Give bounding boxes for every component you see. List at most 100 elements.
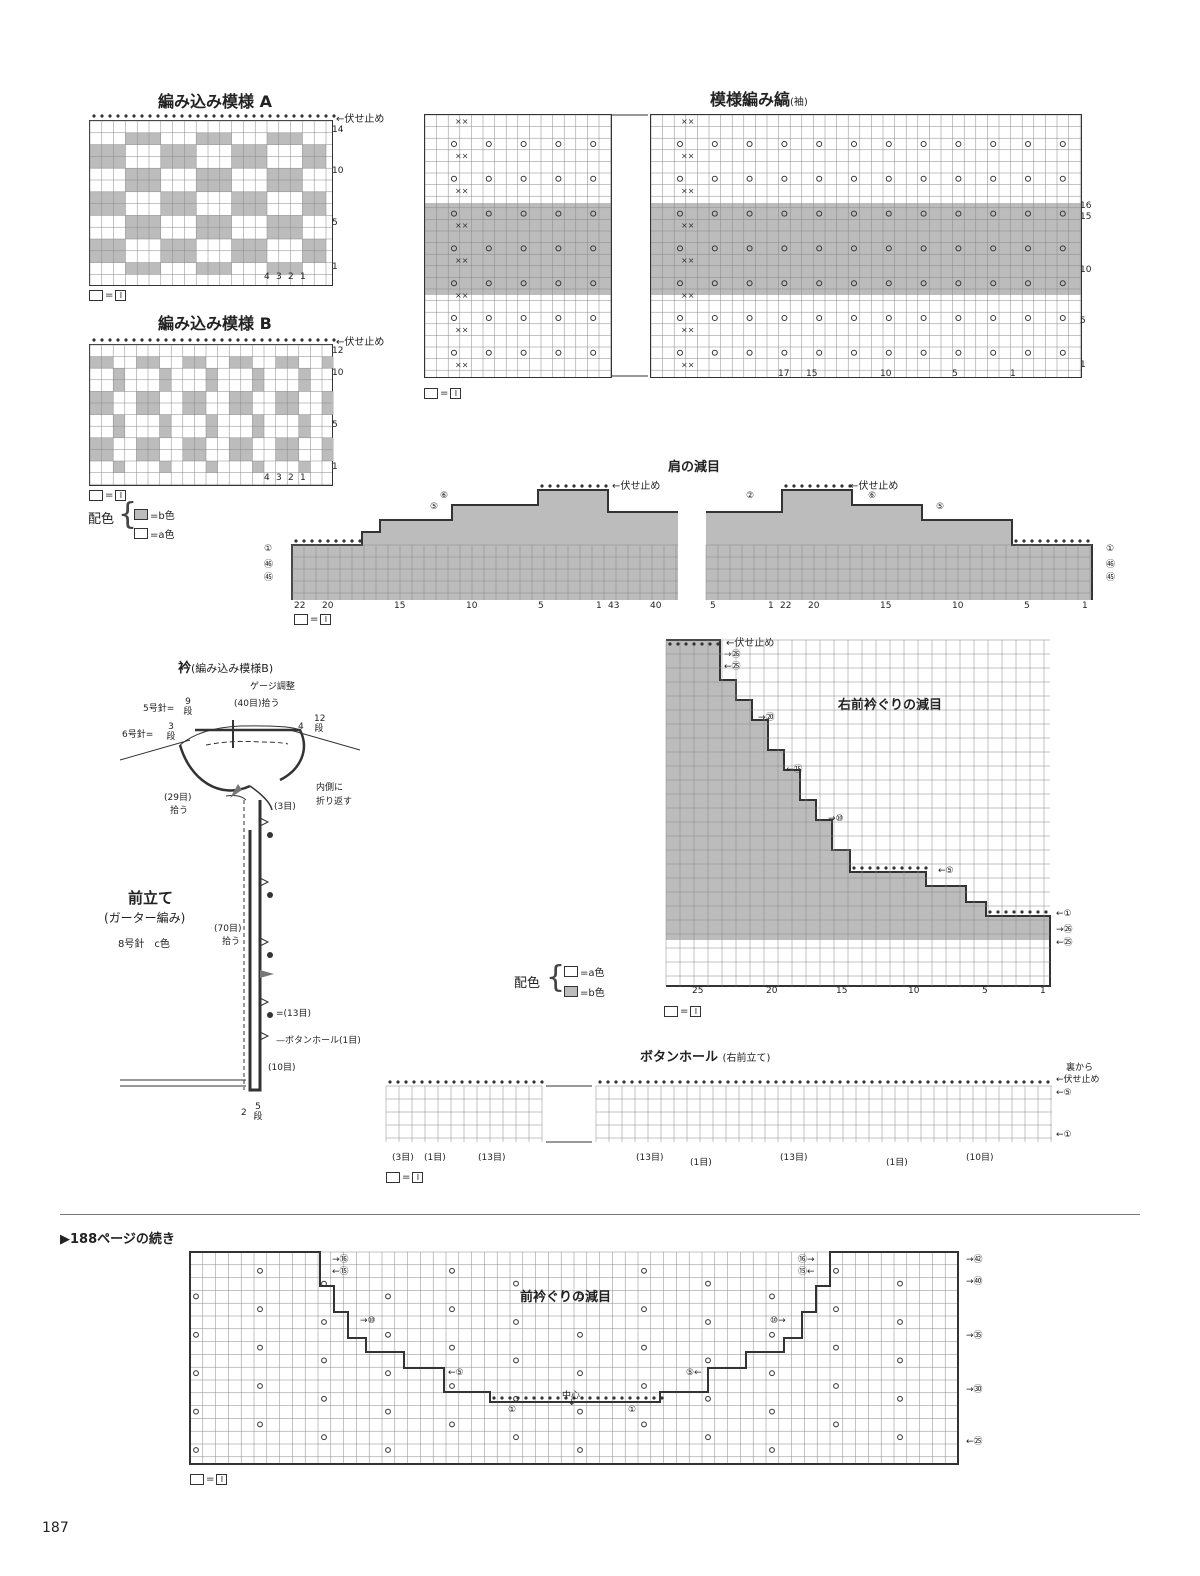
shoulder-legend: =I	[294, 614, 332, 625]
yarn-over	[1025, 210, 1031, 217]
shaded-cell	[125, 168, 138, 180]
bindoff-dot	[860, 866, 864, 870]
yarn-over	[816, 210, 823, 217]
shaded-cell	[322, 356, 334, 369]
shaded-cell	[267, 180, 279, 192]
yarn-over	[1059, 141, 1066, 147]
collar-st-3: (3目)	[274, 802, 296, 812]
sleeve-row-16: 16	[1080, 201, 1092, 211]
yarn-over	[590, 349, 597, 356]
front-neck-title: 前衿ぐりの減目	[520, 1290, 612, 1305]
bindoff-dot	[236, 338, 240, 342]
shaded-cell	[184, 144, 197, 157]
buttonhole-bindoff-1: 裏から	[1066, 1063, 1094, 1073]
shaded-cell	[267, 168, 279, 180]
shoulder-r-col-20: 20	[808, 601, 820, 611]
shaded-cell	[287, 449, 299, 461]
front-neck-row-40: →㊵	[966, 1277, 983, 1287]
bindoff-dot	[326, 539, 330, 543]
bindoff-dot	[886, 1080, 890, 1084]
shaded-cell	[159, 379, 172, 392]
yarn-over	[705, 1319, 711, 1325]
shaded-cell	[101, 203, 114, 216]
shaded-cell	[267, 215, 279, 228]
sleeve-row-1: 1	[1080, 360, 1086, 370]
right-neck-chart	[665, 639, 1051, 987]
yarn-over	[590, 175, 597, 182]
cross-stitch: ⨯⨯	[455, 152, 468, 161]
sleeve-col-1: 1	[1010, 369, 1016, 379]
yarn-over	[920, 280, 927, 287]
bindoff-dot	[548, 1396, 552, 1400]
shaded-cell	[275, 449, 288, 461]
pattern-a-row-14: 14	[332, 125, 344, 135]
page-number: 187	[42, 1520, 69, 1536]
bindoff-dot	[1044, 910, 1048, 914]
yarn-over	[769, 1370, 775, 1377]
bindoff-dot	[910, 1080, 914, 1084]
yarn-over	[781, 210, 788, 217]
shaded-cell	[322, 391, 334, 403]
bindoff-dot	[524, 1080, 528, 1084]
yarn-over	[321, 1319, 327, 1325]
shaded-cell	[113, 379, 125, 392]
buttonhole-seg-5: (1目)	[690, 1158, 712, 1168]
yarn-over	[513, 1319, 519, 1325]
bindoff-dot	[950, 1080, 954, 1084]
yarn-over	[746, 280, 753, 287]
sleeve-chart-right: ⨯⨯⨯⨯⨯⨯⨯⨯⨯⨯⨯⨯⨯⨯⨯⨯	[650, 114, 1082, 378]
shaded-cell	[322, 403, 334, 415]
buttonhole-seg-1: (3目)	[392, 1153, 414, 1163]
shaded-cell	[314, 239, 326, 251]
yarn-over	[990, 175, 997, 182]
bindoff-dot	[678, 1080, 682, 1084]
yarn-over	[816, 141, 823, 147]
yarn-over	[451, 315, 457, 321]
bindoff-dot	[846, 1080, 850, 1084]
yarn-over	[520, 175, 527, 182]
shaded-cell	[148, 356, 160, 369]
bindoff-dot	[638, 1080, 642, 1084]
yarn-over	[711, 175, 718, 182]
bindoff-dot	[164, 338, 168, 342]
front-neck-center: 中心	[562, 1391, 581, 1401]
bindoff-dot	[124, 338, 128, 342]
shaded-cell	[160, 191, 173, 204]
bindoff-dot	[316, 338, 320, 342]
yarn-over	[321, 1395, 327, 1402]
color-legend-1-brace: {	[118, 497, 138, 532]
buttonhole-seg-2: (1目)	[424, 1153, 446, 1163]
shoulder-r-col-1: 1	[768, 601, 774, 611]
yarn-over	[513, 1434, 519, 1441]
yarn-over	[1025, 175, 1031, 182]
bindoff-dot	[792, 484, 796, 488]
yarn-over	[321, 1434, 327, 1441]
shoulder-bindoff-right: ←伏せ止め	[850, 481, 899, 492]
bindoff-dot	[982, 1080, 986, 1084]
right-neck-col-20: 20	[766, 986, 778, 996]
bindoff-dot	[220, 114, 224, 118]
shaded-cell	[148, 391, 160, 403]
shaded-cell	[172, 156, 185, 169]
buttonhole-legend: =I	[386, 1172, 424, 1183]
shaded-cell	[314, 144, 326, 157]
sleeve-col-5: 5	[952, 369, 958, 379]
collar-rows-9: 9段	[183, 697, 193, 717]
front-neck-l-10: →⑩	[360, 1316, 376, 1326]
yarn-over	[451, 245, 457, 252]
shaded-cell	[278, 262, 291, 275]
shaded-cell	[243, 239, 256, 251]
front-neck-outline	[189, 1251, 959, 1465]
shoulder-mark-5-left: ⑤	[430, 502, 439, 512]
shaded-cell	[159, 426, 172, 438]
bindoff-dot	[532, 1080, 536, 1084]
bindoff-dot	[308, 338, 312, 342]
front-neck-r-16: ⑯→	[798, 1255, 815, 1265]
bindoff-dot	[180, 114, 184, 118]
shaded-cell	[90, 191, 102, 204]
bindoff-dot	[268, 338, 272, 342]
bindoff-dot	[556, 484, 560, 488]
collar-title: 衿(編み込み模様B)	[178, 661, 274, 676]
shaded-cell	[229, 437, 241, 450]
pattern-a-row-5: 5	[332, 218, 338, 228]
